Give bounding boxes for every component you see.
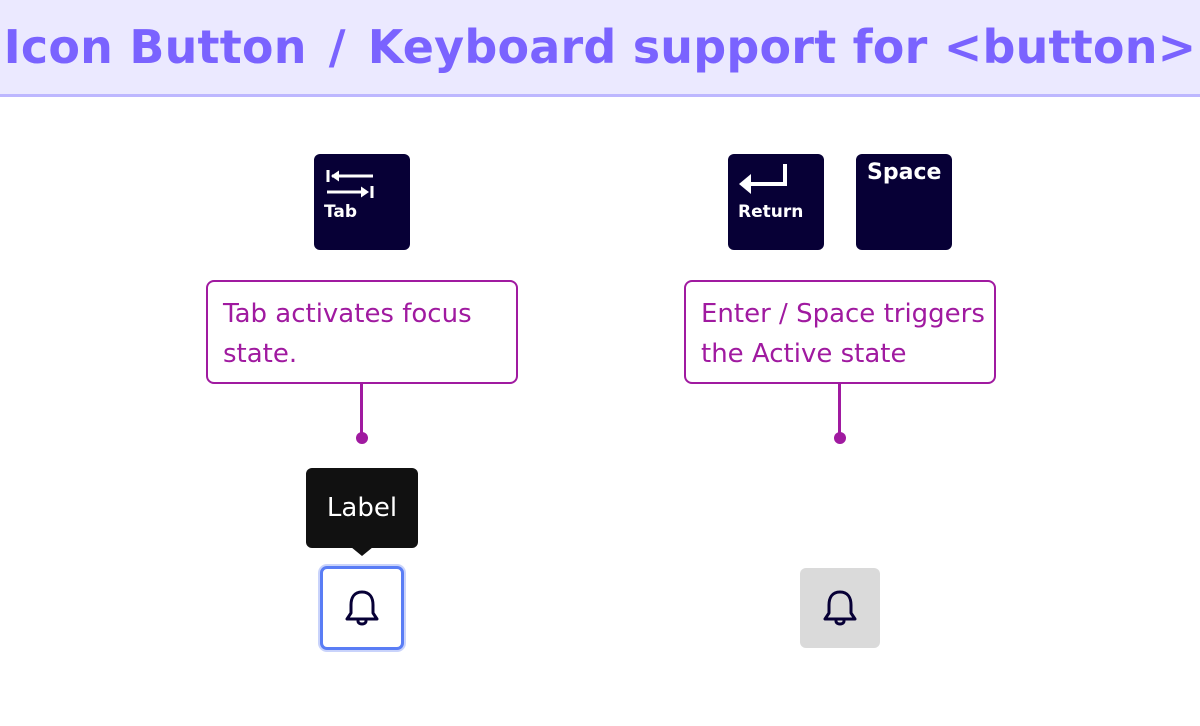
return-key-label: Return (738, 202, 804, 222)
tooltip-arrow (351, 547, 373, 556)
tab-callout-connector-dot (356, 432, 368, 444)
header-title-topic: Keyboard support for <button> (367, 20, 1197, 74)
enter-space-callout-line2: the Active state (701, 339, 907, 369)
tab-arrows-icon (326, 170, 374, 198)
tab-focus-callout-line1: Tab activates focus (223, 299, 472, 329)
active-icon-button[interactable] (800, 568, 880, 648)
tab-key: Tab (314, 154, 410, 250)
enter-space-callout-line1: Enter / Space triggers (701, 299, 985, 329)
return-arrow-icon (739, 164, 787, 194)
bell-icon (345, 590, 379, 626)
enter-callout-connector (838, 384, 841, 438)
focused-icon-button[interactable] (320, 566, 404, 650)
enter-callout-connector-dot (834, 432, 846, 444)
tab-key-label: Tab (324, 202, 358, 222)
return-key: Return (728, 154, 824, 250)
space-key-label: Space (867, 160, 942, 185)
tooltip-label: Label (326, 493, 398, 523)
tab-callout-connector (360, 384, 363, 438)
enter-space-callout: Enter / Space triggers the Active state (684, 280, 996, 384)
bell-icon (823, 590, 857, 626)
header-title-component: Icon Button (3, 20, 307, 74)
page-header: Icon Button / Keyboard support for <butt… (0, 0, 1200, 97)
tab-focus-callout: Tab activates focus state. (206, 280, 518, 384)
tooltip: Label (306, 468, 418, 548)
tab-focus-callout-line2: state. (223, 339, 298, 369)
header-separator: / (328, 20, 346, 74)
space-key: Space (856, 154, 952, 250)
